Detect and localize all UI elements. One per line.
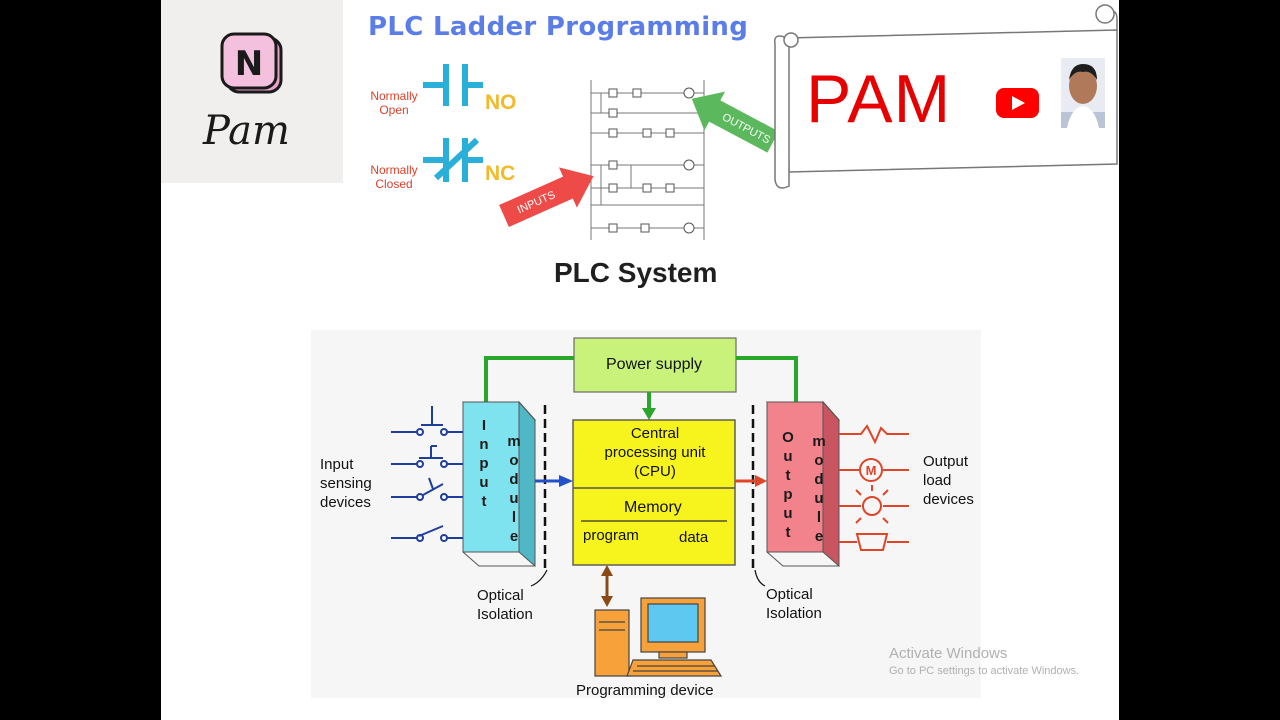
svg-text:I: I xyxy=(482,417,486,434)
input-switch-icons xyxy=(391,406,463,542)
svg-text:O: O xyxy=(782,429,794,446)
plc-system-title: PLC System xyxy=(554,257,718,288)
input-to-cpu-arrow-icon xyxy=(559,475,573,487)
graphics-layer: INPUTS OUTPUTS xyxy=(311,4,1118,698)
logo-panel: N Pam xyxy=(161,0,343,183)
svg-text:n: n xyxy=(479,436,488,453)
power-feed-arrows xyxy=(484,356,798,410)
svg-text:t: t xyxy=(786,467,791,484)
ladder-title: PLC Ladder Programming xyxy=(368,12,749,42)
normally-closed-contact-icon xyxy=(423,137,483,182)
svg-text:u: u xyxy=(814,490,823,507)
programming-device-label: Programming device xyxy=(576,682,714,699)
cpu-to-output-arrow-icon xyxy=(755,475,767,487)
slide: N Pam PLC Ladder Programming Normally Op… xyxy=(161,0,1119,720)
svg-text:l: l xyxy=(817,509,821,526)
svg-text:e: e xyxy=(815,528,823,545)
svg-text:o: o xyxy=(509,452,518,469)
svg-text:m: m xyxy=(812,433,825,450)
logo-name: Pam xyxy=(203,108,290,154)
no-code: NO xyxy=(485,91,517,114)
data-label: data xyxy=(679,529,709,546)
svg-text:t: t xyxy=(786,524,791,541)
logo-letter: N xyxy=(235,44,263,84)
inputs-arrow-icon: INPUTS xyxy=(499,167,594,227)
memory-label: Memory xyxy=(624,499,682,516)
banner-text: PAM xyxy=(806,61,952,137)
svg-text:p: p xyxy=(783,486,792,503)
computer-icon xyxy=(594,597,723,677)
svg-text:o: o xyxy=(814,452,823,469)
output-devices-label: Output load devices xyxy=(923,453,974,508)
cpu-programming-arrow-icon xyxy=(601,565,613,607)
nc-code: NC xyxy=(485,162,516,185)
normally-open-contact-icon xyxy=(423,64,483,106)
svg-text:d: d xyxy=(509,471,518,488)
cpu-box xyxy=(572,419,736,566)
input-module-box xyxy=(461,400,537,568)
svg-text:u: u xyxy=(783,505,792,522)
youtube-icon xyxy=(996,88,1039,118)
cpu-label: Central processing unit (CPU) xyxy=(604,425,706,480)
power-supply-label: Power supply xyxy=(606,356,703,373)
svg-text:l: l xyxy=(512,509,516,526)
program-label: program xyxy=(583,527,639,544)
svg-text:u: u xyxy=(509,490,518,507)
svg-text:m: m xyxy=(507,433,520,450)
motor-symbol: M xyxy=(866,463,877,478)
svg-text:u: u xyxy=(783,448,792,465)
output-optical-isolation-label: Optical Isolation xyxy=(766,586,822,622)
svg-text:p: p xyxy=(479,455,488,472)
svg-text:t: t xyxy=(482,493,487,510)
logo-n-icon: N xyxy=(220,32,283,94)
svg-text:d: d xyxy=(814,471,823,488)
activate-windows-title: Activate Windows xyxy=(889,645,1008,662)
output-module-box xyxy=(765,400,841,568)
normally-closed-label: Normally Closed xyxy=(370,163,418,191)
svg-text:u: u xyxy=(479,474,488,491)
normally-open-label: Normally Open xyxy=(370,89,418,117)
input-devices-label: Input sensing devices xyxy=(320,456,372,511)
power-supply-box xyxy=(573,337,737,393)
input-optical-isolation-label: Optical Isolation xyxy=(477,587,533,623)
outputs-arrow-icon: OUTPUTS xyxy=(691,91,779,153)
pam-banner xyxy=(774,4,1118,189)
activate-windows-subtitle: Go to PC settings to activate Windows. xyxy=(889,665,1080,677)
output-load-icons xyxy=(839,424,909,551)
svg-text:e: e xyxy=(510,528,518,545)
avatar xyxy=(1061,58,1105,128)
